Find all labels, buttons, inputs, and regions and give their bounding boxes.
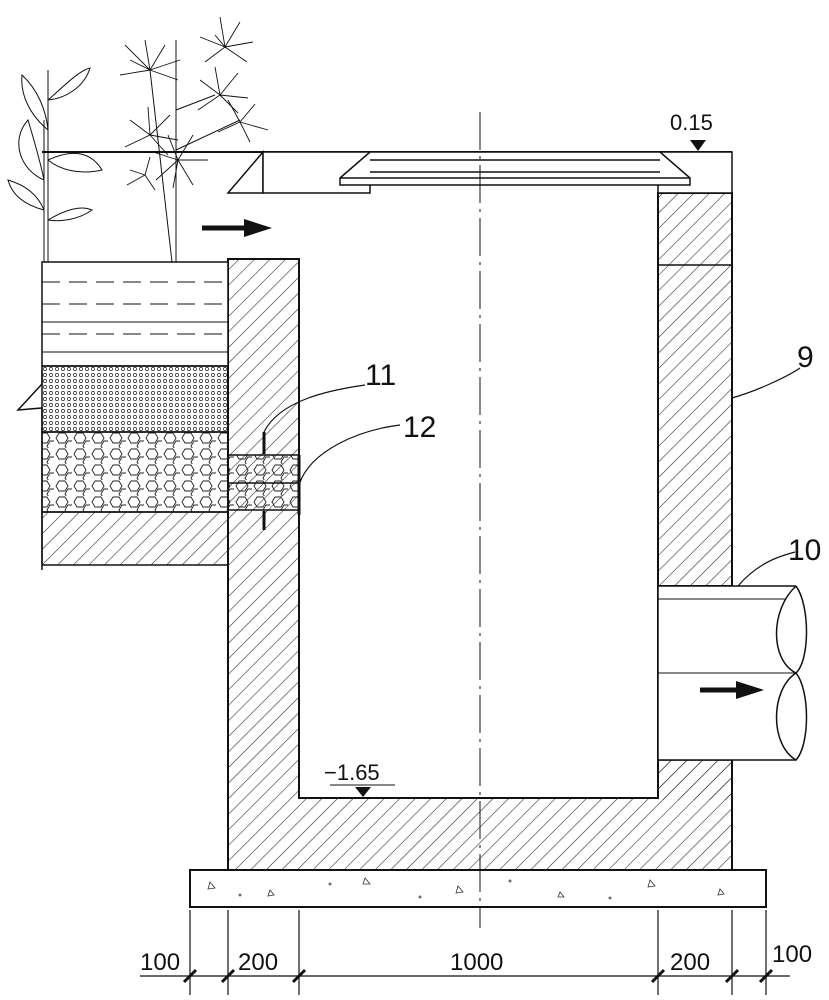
base-slab <box>189 869 767 908</box>
callout-11-label: 11 <box>365 359 396 392</box>
dimension-label: 200 <box>670 949 710 976</box>
inlet-pipe <box>227 432 301 530</box>
manhole-cover <box>42 149 733 194</box>
right-wall-below-pipe <box>658 760 732 800</box>
callout-11: 11 <box>263 359 396 433</box>
soil-layers <box>41 261 229 513</box>
dimension-label: 1000 <box>450 949 503 976</box>
callout-12-label: 12 <box>403 411 436 444</box>
triangle-down-icon <box>355 787 371 797</box>
arrow-right-icon <box>700 681 764 699</box>
left-ledge <box>41 511 229 566</box>
plant-icon <box>7 16 269 263</box>
elevation-marker-bottom: −1.65 <box>324 760 395 797</box>
elevation-bottom-label: −1.65 <box>324 760 380 785</box>
dimension-line <box>140 910 790 995</box>
callout-10-label: 10 <box>788 534 821 567</box>
break-line <box>16 370 43 570</box>
elevation-marker-top: 0.15 <box>670 110 713 151</box>
dimension-label: 100 <box>140 949 180 976</box>
callout-12: 12 <box>298 411 436 486</box>
elevation-top-label: 0.15 <box>670 110 713 135</box>
arrow-right-icon <box>202 219 272 237</box>
outlet-pipe <box>657 585 808 761</box>
dimension-labels: 100 200 1000 200 100 <box>140 941 812 976</box>
callout-9: 9 <box>731 341 814 399</box>
dimension-label: 100 <box>772 941 812 968</box>
right-wall-upper <box>657 192 733 587</box>
callout-10: 10 <box>737 534 821 587</box>
triangle-down-icon <box>690 140 706 151</box>
callout-9-label: 9 <box>797 341 814 374</box>
dimension-label: 200 <box>238 949 278 976</box>
